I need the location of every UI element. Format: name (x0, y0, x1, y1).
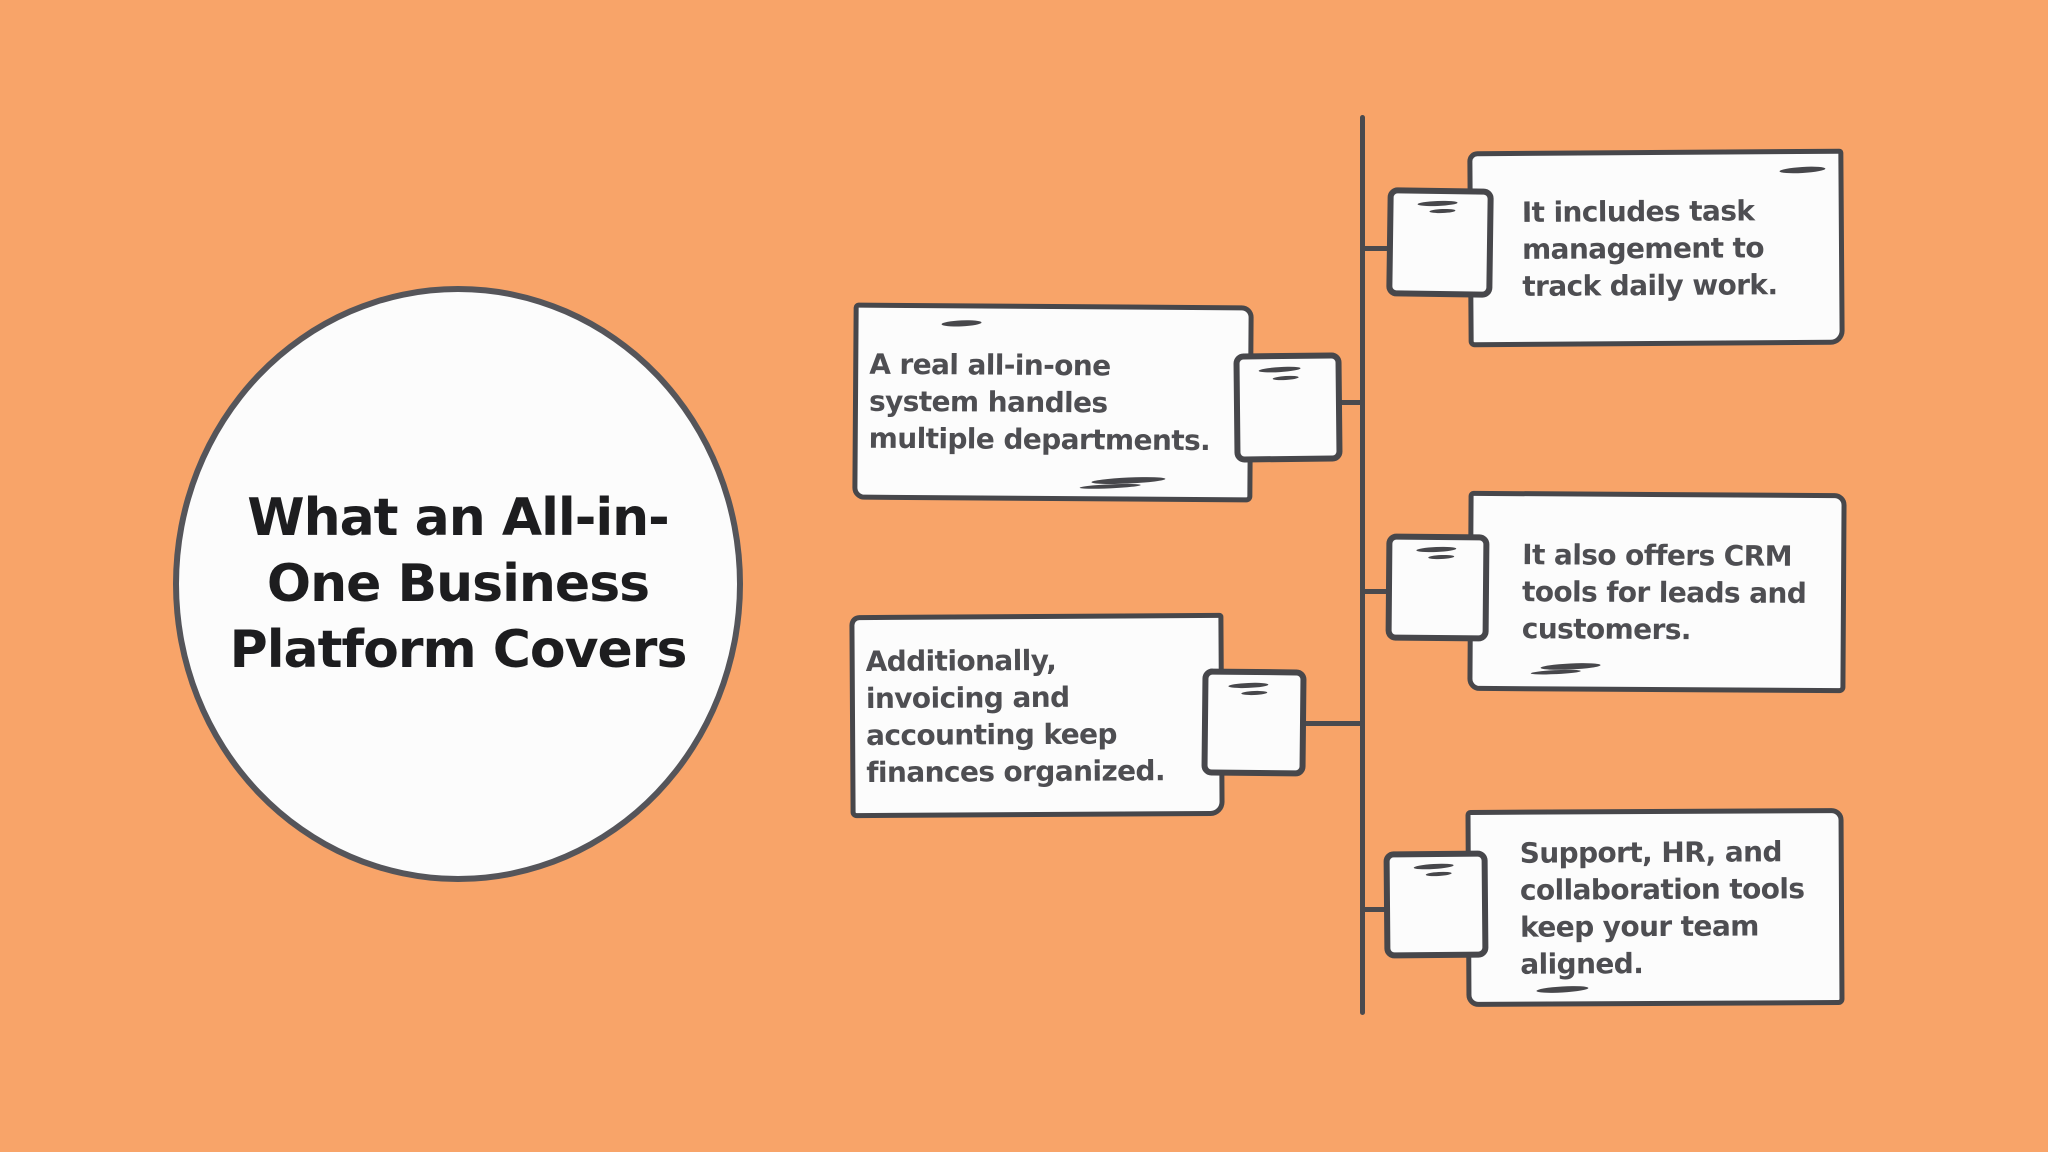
sketch-dash-icon (1428, 554, 1455, 560)
sketch-dash-icon (1536, 984, 1589, 994)
node-marker-support (1383, 850, 1489, 959)
node-box-crm: It also offers CRM tools for leads and c… (1467, 490, 1847, 694)
node-text-support-hr: Support, HR, and collaboration tools kee… (1519, 834, 1805, 981)
connector-stub-task (1362, 246, 1394, 251)
sketch-dash-icon (1425, 871, 1452, 877)
node-marker-crm (1385, 533, 1490, 642)
node-marker-departments (1233, 352, 1343, 463)
connector-stub-crm (1362, 589, 1392, 594)
sketch-dash-icon (1413, 862, 1454, 871)
sketch-dash-icon (1417, 200, 1458, 207)
node-text-crm: It also offers CRM tools for leads and c… (1521, 537, 1807, 646)
sketch-dash-icon (1258, 365, 1301, 374)
sketch-dash-icon (941, 319, 982, 328)
sketch-dash-icon (1416, 546, 1457, 553)
central-topic-title: What an All-in- One Business Platform Co… (229, 488, 688, 680)
connector-stub-departments (1338, 400, 1364, 405)
node-text-task-management: It includes task management to track dai… (1521, 193, 1778, 303)
node-box-departments: A real all-in-one system handles multipl… (852, 302, 1254, 503)
connector-stub-support (1362, 907, 1390, 912)
connector-stub-invoicing (1303, 721, 1363, 726)
node-text-departments: A real all-in-one system handles multipl… (868, 347, 1211, 458)
node-marker-task (1386, 187, 1494, 298)
node-marker-invoicing (1201, 668, 1307, 777)
node-box-invoicing: Additionally, invoicing and accounting k… (849, 612, 1225, 819)
sketch-dash-icon (1540, 662, 1601, 671)
tree-spine-line (1360, 115, 1365, 1015)
sketch-dash-icon (1241, 690, 1268, 696)
node-box-support-hr: Support, HR, and collaboration tools kee… (1465, 808, 1845, 1007)
sketch-dash-icon (1779, 165, 1826, 175)
sketch-dash-icon (1228, 682, 1269, 689)
sketch-dash-icon (1091, 475, 1166, 486)
sketch-dash-icon (1429, 208, 1456, 214)
node-box-task-management: It includes task management to track dai… (1467, 148, 1845, 348)
central-topic-circle: What an All-in- One Business Platform Co… (173, 286, 743, 882)
node-text-invoicing: Additionally, invoicing and accounting k… (865, 643, 1166, 789)
sketch-dash-icon (1272, 375, 1299, 381)
